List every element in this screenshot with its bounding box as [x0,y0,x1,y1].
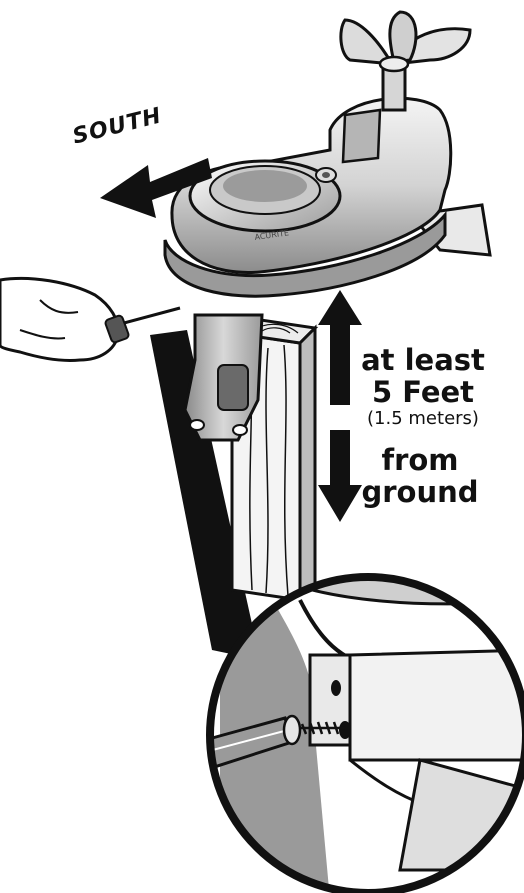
height-label-line2: 5 Feet [360,378,486,407]
weather-station: ACURITE [165,12,490,296]
up-arrow [318,290,362,405]
from-label-line1: from [364,446,476,475]
down-arrow [318,430,362,522]
from-label-line2: ground [360,478,480,507]
height-metric-label: (1.5 meters) [350,410,496,428]
height-label-line1: at least [360,346,486,375]
zoom-detail [205,575,524,893]
